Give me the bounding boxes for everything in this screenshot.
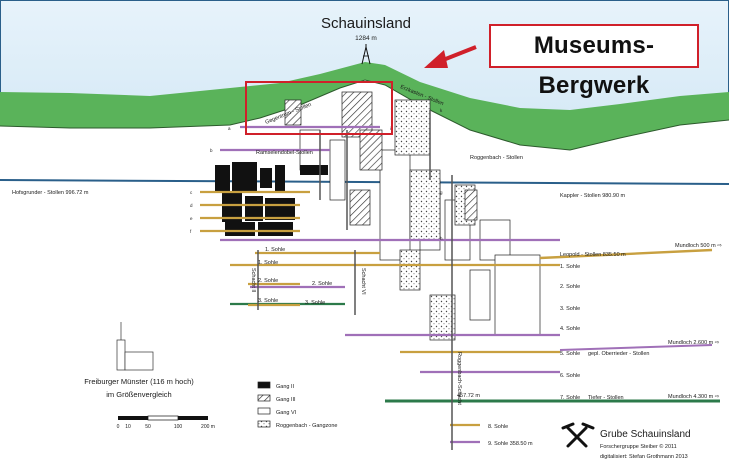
minster-caption-1: Freiburger Münster (116 m hoch) <box>84 377 194 386</box>
label-oberrieder-stollen: gepl. Oberrieder - Stollen <box>588 351 649 357</box>
label-kappler-stollen: Kappler - Stollen 980.90 m <box>560 193 626 199</box>
level-right-5: 5. Sohle <box>560 351 580 357</box>
scale-tick-100: 100 <box>174 424 183 430</box>
legend-gang-iii: Gang III <box>276 397 296 403</box>
mark-g: g <box>440 190 443 195</box>
level-right-3: 3. Sohle <box>560 306 580 312</box>
mark-a: a <box>228 126 231 131</box>
adit-line-kappler <box>0 179 729 185</box>
mark-d: d <box>190 203 193 208</box>
level-mid-3: 3. Sohle <box>305 300 325 306</box>
mark-e: e <box>190 216 193 221</box>
level-left-1: 1. Sohle <box>258 260 278 266</box>
mark-b: b <box>210 148 213 153</box>
mark-c: c <box>190 190 193 195</box>
label-hofsgrunder-stollen: Hofsgrunder - Stollen 996.72 m <box>12 190 89 196</box>
label-tiefer-stollen: Tiefer - Stollen <box>588 395 624 401</box>
level-mid-1: 1. Sohle <box>265 247 285 253</box>
level-right-6: 6. Sohle <box>560 373 580 379</box>
mark-k: k <box>440 108 443 113</box>
hammer-pick-icon <box>561 422 595 448</box>
minster-caption-2: im Größenvergleich <box>106 390 171 399</box>
credits-line-2: digitalisiert: Stefan Grothmann 2013 <box>600 454 688 460</box>
pointer-arrow-icon <box>424 45 477 68</box>
level-right-9: 9. Sohle 358.50 m <box>488 441 533 447</box>
level-right-7: 7. Sohle <box>560 395 580 401</box>
label-ramselendobel-stollen: Ramselendobel-Stollen <box>256 150 313 156</box>
level-left-2: 2. Sohle <box>258 278 278 284</box>
level-right-2: 2. Sohle <box>560 284 580 290</box>
level-left-3: 3. Sohle <box>258 298 278 304</box>
gang-ii-blocks <box>215 162 328 236</box>
label-mundloch-2600: Mundloch 2.600 m ⇨ <box>668 340 720 346</box>
label-mundloch-500: Mundloch 500 m ⇨ <box>675 243 722 249</box>
scale-tick-0: 0 <box>117 424 120 430</box>
legend-gang-ii: Gang II <box>276 384 295 390</box>
mark-i: i <box>390 126 391 131</box>
gang-iii-blocks <box>284 91 478 226</box>
scale-tick-10: 10 <box>125 424 131 430</box>
label-schacht-ii: Schacht II <box>250 268 256 293</box>
credits-title: Grube Schauinsland <box>600 429 691 440</box>
mountain-elevation: 1284 m <box>355 35 377 42</box>
mark-f: f <box>190 229 192 234</box>
label-roggenbach-stollen: Roggenbach - Stollen <box>470 155 523 161</box>
level-right-8: 8. Sohle <box>488 424 508 430</box>
hill-surface <box>0 62 729 150</box>
label-mundloch-4300: Mundloch 4.300 m ⇨ <box>668 394 720 400</box>
shafts <box>257 110 453 450</box>
level-mid-2: 2. Sohle <box>312 281 332 287</box>
credits-line-1: Forschergruppe Steiber © 2011 <box>600 443 677 450</box>
minster-icon <box>116 322 154 371</box>
label-schacht-vi: Schacht VI <box>360 268 366 295</box>
legend-gang-vi: Gang VI <box>276 410 297 416</box>
museum-area-highlight <box>245 81 393 135</box>
label-roggenbach-schacht: Roggenbach-Schacht <box>456 352 462 405</box>
legend-roggenbach: Roggenbach - Gangzone <box>276 423 337 429</box>
museums-bergwerk-badge: Museums-Bergwerk <box>489 24 699 99</box>
level-right-4: 4. Sohle <box>560 326 580 332</box>
mountain-name: Schauinsland <box>321 15 411 32</box>
mark-h: h <box>440 236 443 241</box>
summit-tower-icon <box>361 44 371 65</box>
legend-swatches <box>257 381 271 428</box>
levels <box>200 125 720 444</box>
label-shaft-depth: 457.72 m <box>457 393 480 399</box>
scale-bar <box>118 415 208 421</box>
label-leopold-stollen: Leopold - Stollen 835.50 m <box>560 252 626 258</box>
scale-tick-50: 50 <box>145 424 151 430</box>
scale-tick-200: 200 m <box>201 424 215 430</box>
level-right-1: 1. Sohle <box>560 264 580 270</box>
